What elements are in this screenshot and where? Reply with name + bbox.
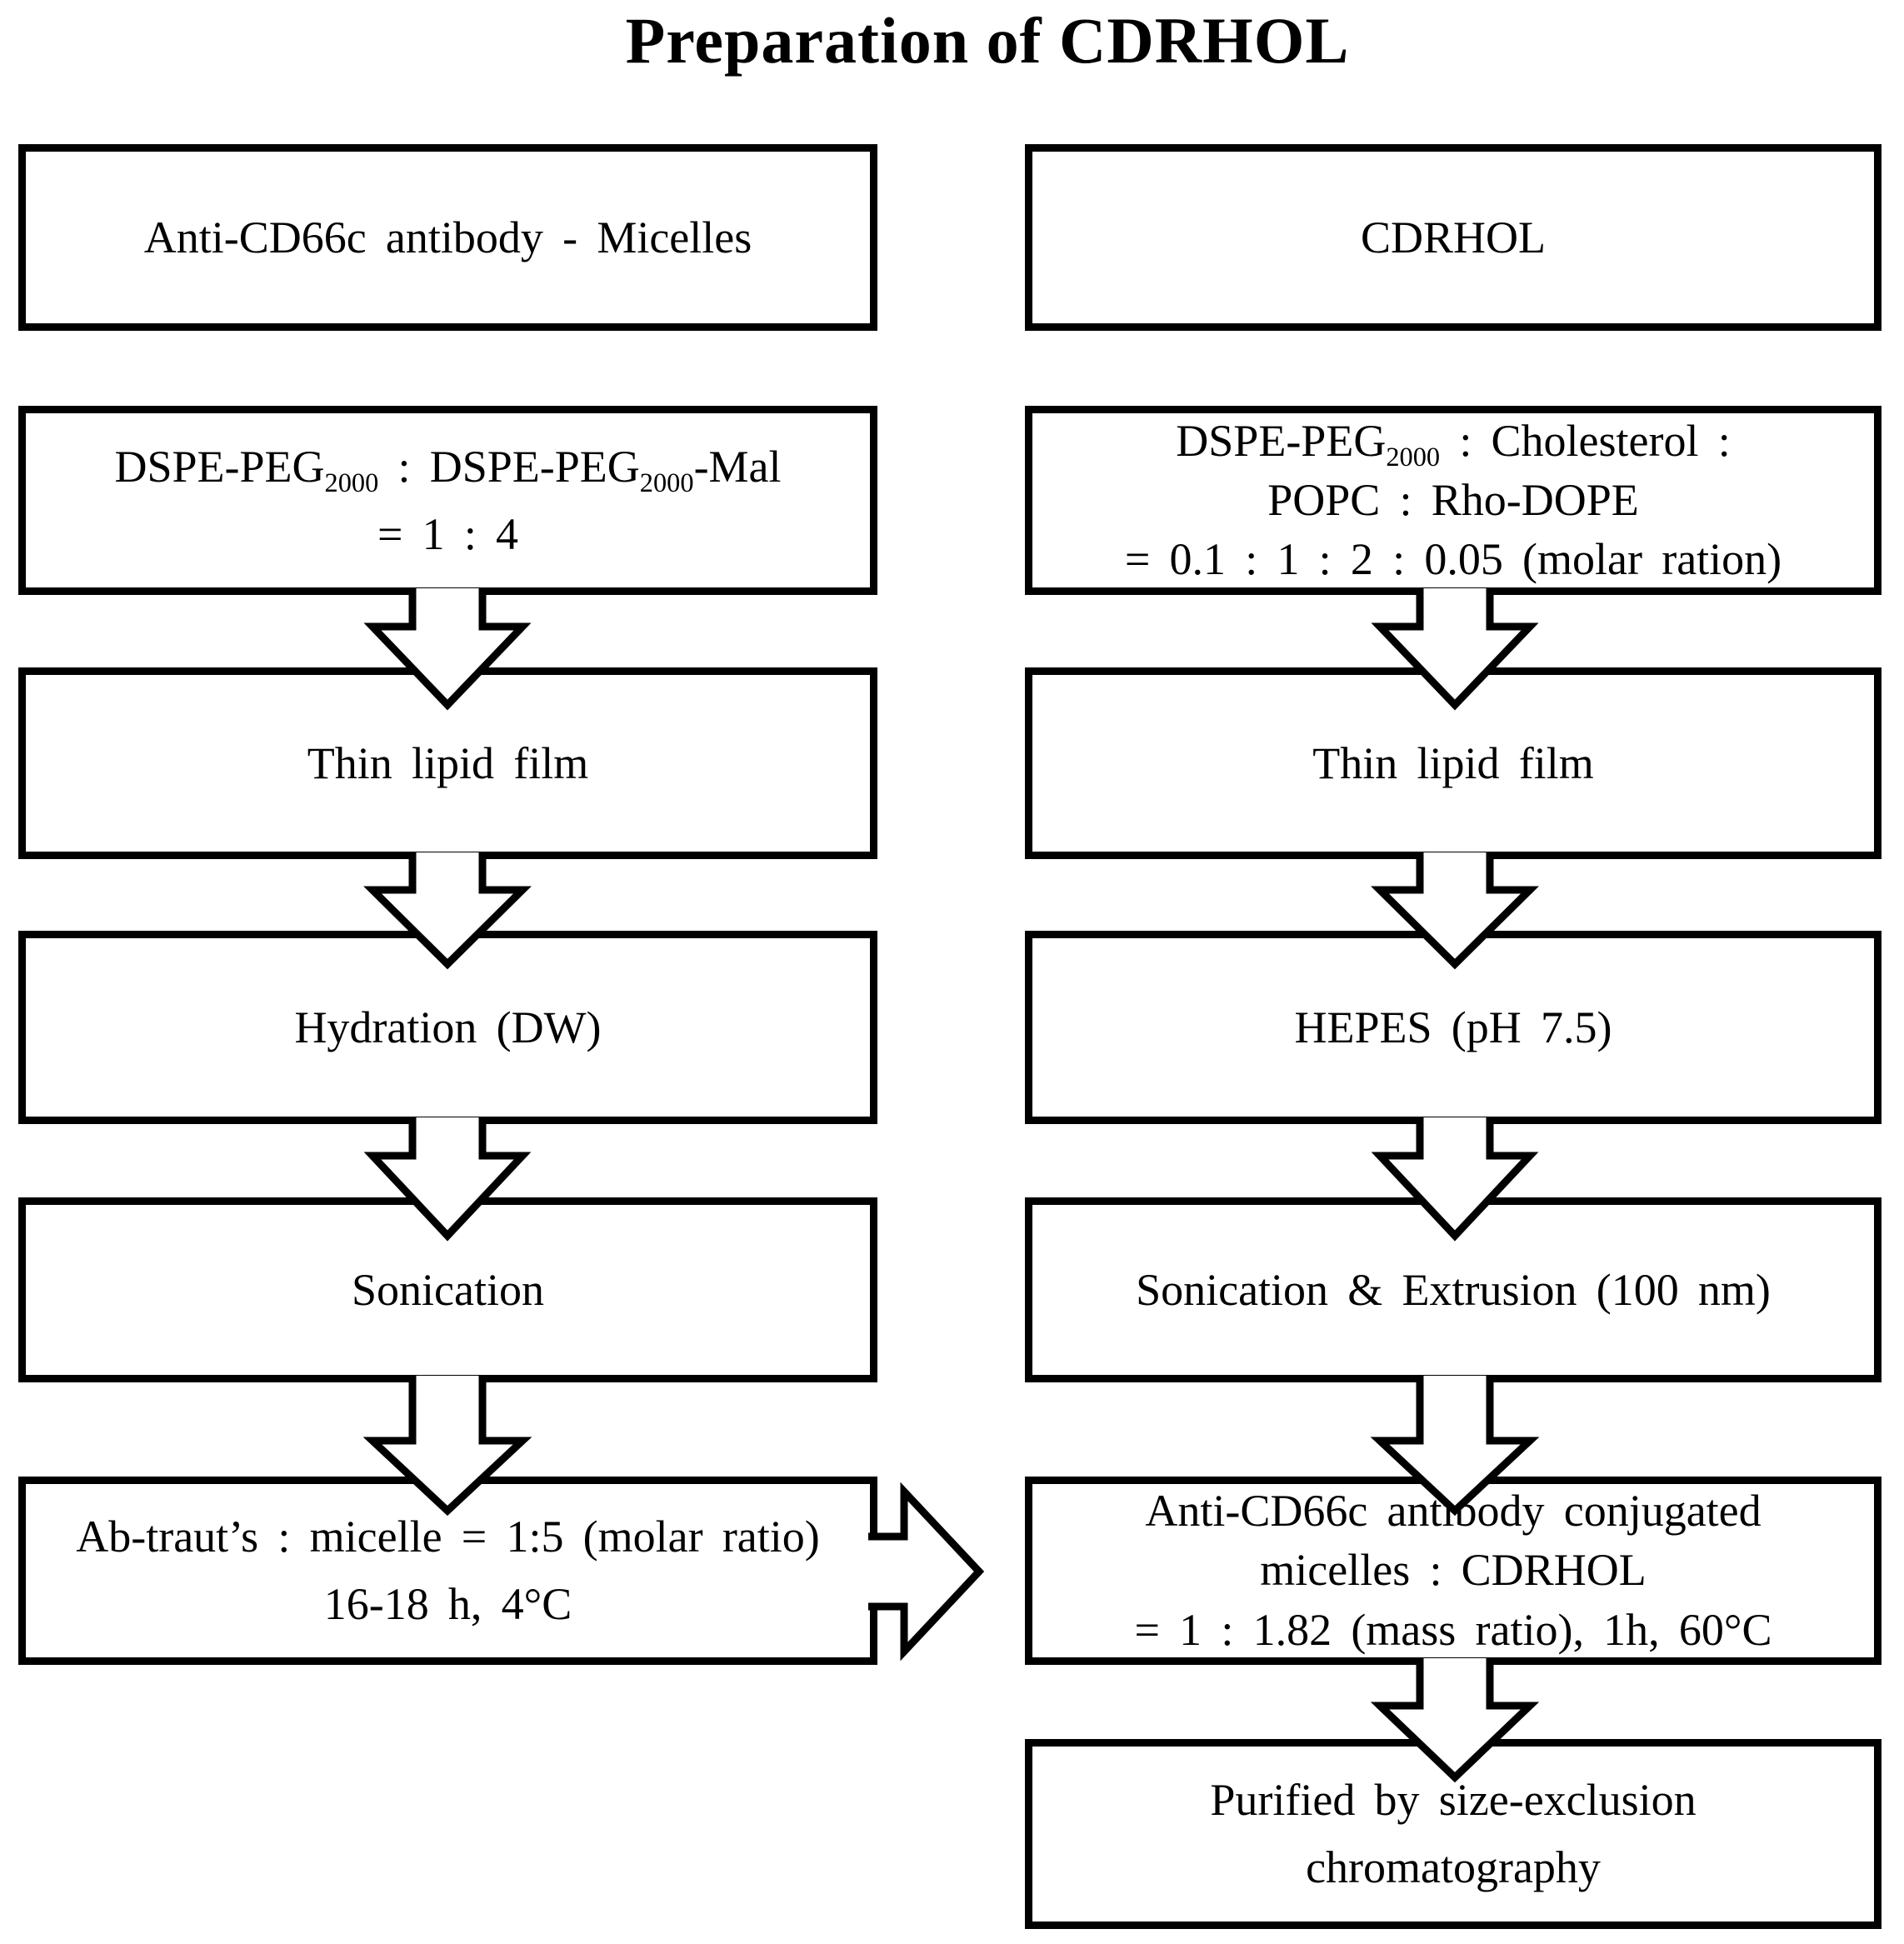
down-arrow-icon [1371,852,1539,970]
right-arrow-icon [868,1482,985,1662]
flow-box-anti-cd66c-antibody-micelles: Anti-CD66c antibody - Micelles [18,144,877,331]
down-arrow-icon [362,1376,532,1517]
down-arrow-icon [1371,1117,1539,1242]
down-arrow-icon [1370,1658,1540,1783]
down-arrow-icon [363,588,532,711]
flow-box-dspe-peg-mal-ratio: DSPE-PEG2000 : DSPE-PEG2000-Mal= 1 : 4 [18,406,877,595]
down-arrow-icon [1371,588,1539,711]
down-arrow-icon [363,852,532,970]
diagram-title: Preparation of CDRHOL [625,4,1350,77]
flow-box-lipid-molar-ratio: DSPE-PEG2000 : Cholesterol :POPC : Rho-D… [1025,406,1882,595]
down-arrow-icon [1370,1376,1540,1517]
flow-box-cdrhol: CDRHOL [1025,144,1882,331]
down-arrow-icon [363,1117,532,1242]
